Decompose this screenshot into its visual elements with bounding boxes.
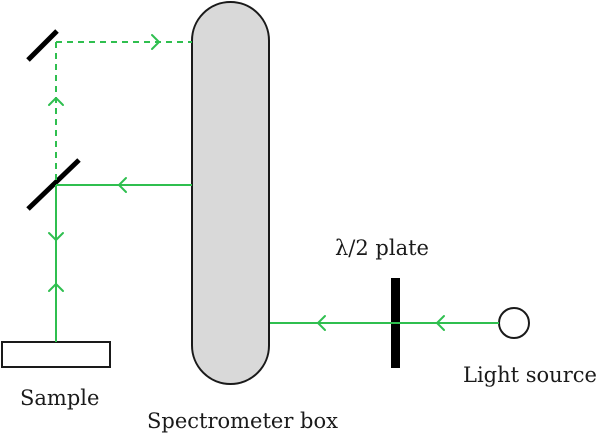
lower-mirror bbox=[26, 158, 81, 211]
upper-mirror bbox=[26, 29, 59, 62]
light-source-label: Light source bbox=[463, 363, 597, 387]
plate-label: λ/2 plate bbox=[335, 236, 429, 260]
arrow-left-plate-box bbox=[317, 315, 326, 331]
arrow-down-to-sample bbox=[48, 232, 64, 241]
arrow-up-from-sample bbox=[48, 283, 64, 292]
spectrometer-label: Spectrometer box bbox=[147, 409, 338, 433]
arrow-left-box-mirror bbox=[118, 177, 127, 193]
arrow-right-dashed bbox=[151, 34, 160, 50]
sample bbox=[1, 341, 111, 368]
spectrometer-box bbox=[191, 1, 270, 385]
sample-label: Sample bbox=[20, 386, 99, 410]
arrow-left-source-plate bbox=[436, 315, 445, 331]
arrow-up-dashed bbox=[48, 97, 64, 106]
light-source bbox=[498, 307, 530, 339]
